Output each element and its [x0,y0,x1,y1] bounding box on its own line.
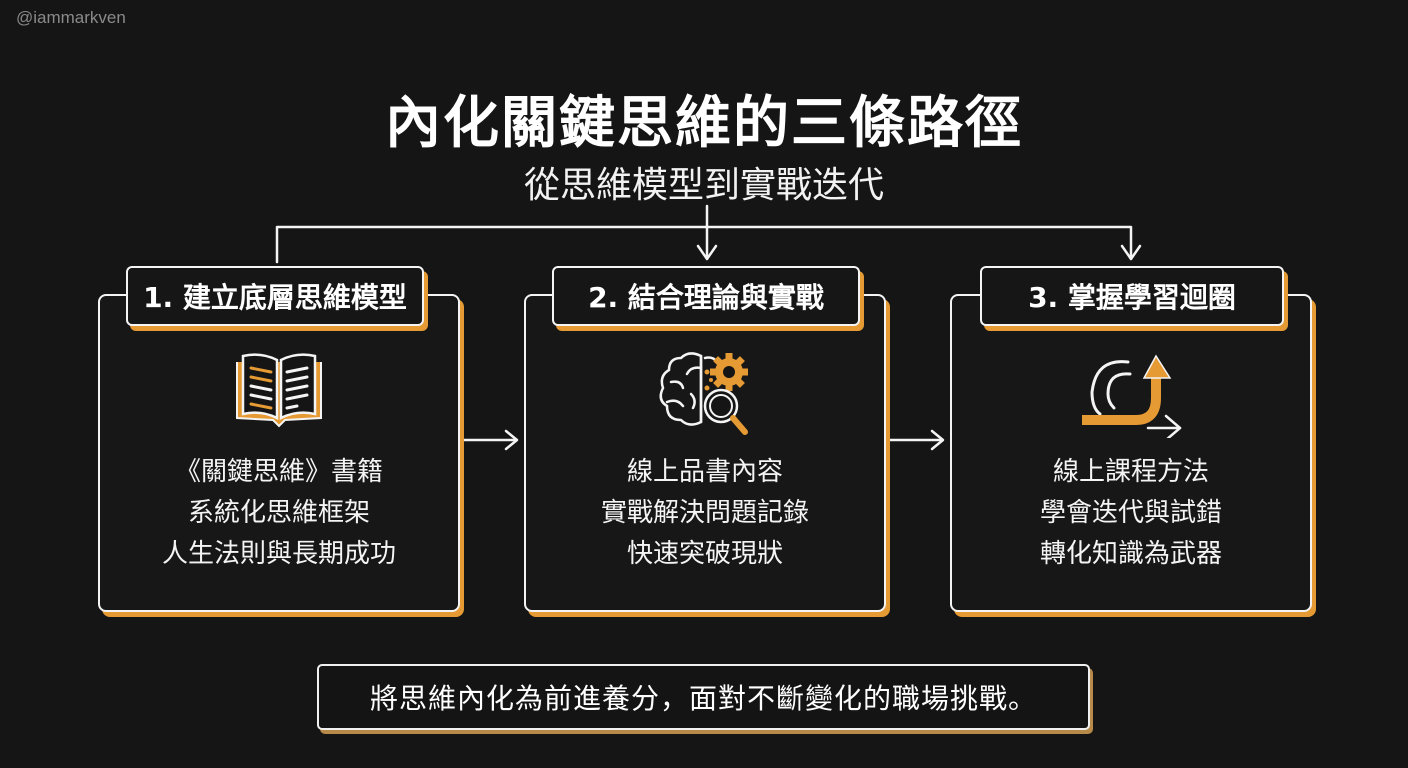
loop-arrow-icon [1076,348,1186,442]
card-3-line-3: 轉化知識為武器 [1039,539,1222,569]
watermark: @iammarkven [16,8,126,27]
card-2-line-1: 線上品書內容 [626,457,783,487]
path-1-header: 1. 建立底層思維模型 [126,266,424,326]
open-book-icon [231,348,327,434]
card-1-line-2: 系統化思維框架 [187,498,370,528]
card-2-line-2: 實戰解決問題記錄 [600,498,809,528]
card-3-line-2: 學會迭代與試錯 [1039,498,1222,528]
card-1-line-1: 《關鍵思維》書籍 [174,457,383,487]
card-2-lines: 線上品書內容 實戰解決問題記錄 快速突破現狀 [526,452,884,575]
path-2-header: 2. 結合理論與實戰 [552,266,860,326]
path-card-1: 《關鍵思維》書籍 系統化思維框架 人生法則與長期成功 [98,294,460,612]
conclusion-box: 將思維內化為前進養分，面對不斷變化的職場挑戰。 [317,664,1090,730]
path-card-3: 線上課程方法 學會迭代與試錯 轉化知識為武器 [950,294,1312,612]
page-subtitle: 從思維模型到實戰迭代 [523,165,884,206]
card-1-lines: 《關鍵思維》書籍 系統化思維框架 人生法則與長期成功 [100,452,458,575]
path-3-header: 3. 掌握學習迴圈 [980,266,1284,326]
arrow-down-right [1120,244,1142,261]
card-3-line-1: 線上課程方法 [1052,457,1209,487]
page-title: 內化關鍵思維的三條路徑 [385,91,1023,156]
brain-gear-magnifier-icon [657,348,753,442]
path-card-2: 線上品書內容 實戰解決問題記錄 快速突破現狀 [524,294,886,612]
card-2-line-3: 快速突破現狀 [626,539,783,569]
card-3-lines: 線上課程方法 學會迭代與試錯 轉化知識為武器 [952,452,1310,575]
conclusion-text: 將思維內化為前進養分，面對不斷變化的職場挑戰。 [369,682,1037,715]
card-1-line-3: 人生法則與長期成功 [161,539,396,569]
